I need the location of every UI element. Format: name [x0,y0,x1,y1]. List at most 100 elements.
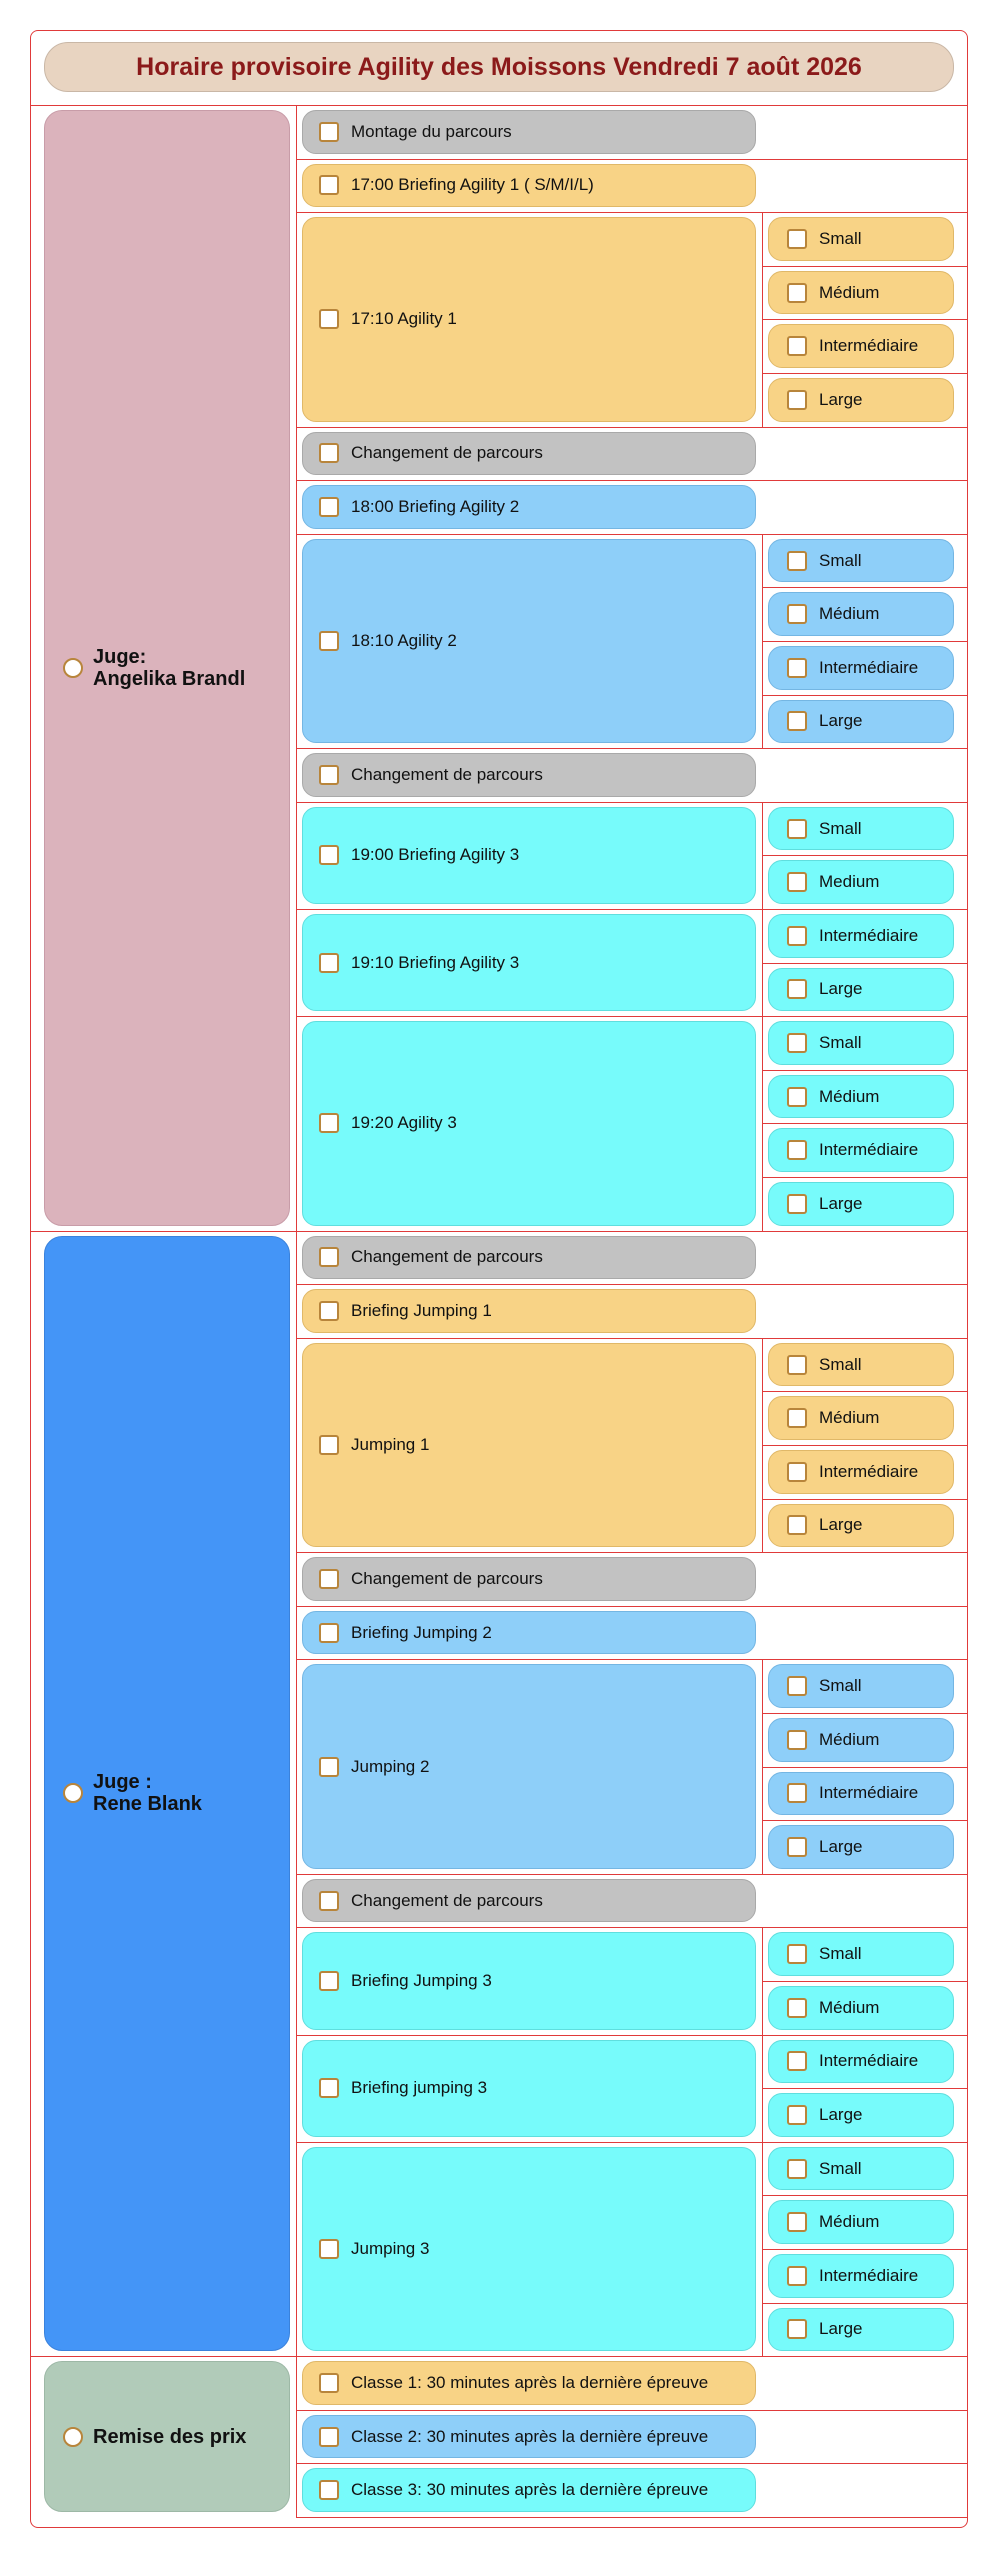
event-checkbox[interactable] [319,2372,339,2393]
size-option[interactable]: Small [768,1932,954,1976]
event-checkbox[interactable] [319,1300,339,1321]
size-checkbox[interactable] [787,2265,807,2286]
event-checkbox[interactable] [319,2426,339,2447]
size-option[interactable]: Intermédiaire [768,1128,954,1172]
size-option[interactable]: Small [768,217,954,261]
event-checkbox[interactable] [319,2238,339,2259]
size-option[interactable]: Large [768,1182,954,1226]
size-option[interactable]: Large [768,967,954,1012]
event-10[interactable]: Changement de parcours [302,1235,756,1280]
size-option[interactable]: Médium [768,1986,954,2030]
event-checkbox[interactable] [319,952,339,973]
event-5[interactable]: 18:10 Agility 2 [302,538,756,744]
event-3[interactable]: Changement de parcours [302,431,756,476]
event-22[interactable]: Classe 3: 30 minutes après la dernière é… [302,2468,756,2512]
event-16[interactable]: Changement de parcours [302,1878,756,1923]
event-15[interactable]: Jumping 2 [302,1664,756,1869]
size-option[interactable]: Médium [768,1074,954,1119]
event-7[interactable]: 19:00 Briefing Agility 3 [302,806,756,904]
event-checkbox[interactable] [319,764,339,785]
size-option[interactable]: Intermédiaire [768,1450,954,1494]
size-checkbox[interactable] [787,550,807,571]
size-checkbox[interactable] [787,1408,807,1429]
size-checkbox[interactable] [787,872,807,893]
size-option[interactable]: Large [768,2093,954,2137]
size-option[interactable]: Large [768,1825,954,1869]
size-checkbox[interactable] [787,336,807,357]
event-checkbox[interactable] [319,1568,339,1589]
size-option[interactable]: Médium [768,1718,954,1762]
size-checkbox[interactable] [787,1461,807,1482]
size-checkbox[interactable] [787,657,807,678]
event-checkbox[interactable] [319,1890,339,1911]
size-checkbox[interactable] [787,711,807,732]
size-option[interactable]: Intermédiaire [768,324,954,368]
size-option[interactable]: Médium [768,592,954,636]
size-option[interactable]: Small [768,1664,954,1708]
event-checkbox[interactable] [319,121,339,142]
event-checkbox[interactable] [319,309,339,330]
size-option[interactable]: Intermédiaire [768,914,954,958]
size-option[interactable]: Médium [768,2200,954,2244]
event-20[interactable]: Classe 1: 30 minutes après la dernière é… [302,2361,756,2405]
size-option[interactable]: Intermédiaire [768,2039,954,2084]
size-option[interactable]: Small [768,1342,954,1387]
size-checkbox[interactable] [787,2212,807,2233]
size-checkbox[interactable] [787,1676,807,1697]
size-option[interactable]: Small [768,1021,954,1065]
event-checkbox[interactable] [319,2078,339,2099]
size-option[interactable]: Intermédiaire [768,2254,954,2298]
event-checkbox[interactable] [319,1756,339,1777]
event-12[interactable]: Jumping 1 [302,1342,756,1548]
size-option[interactable]: Médium [768,270,954,315]
event-checkbox[interactable] [319,2480,339,2501]
size-option[interactable]: Intermédiaire [768,646,954,690]
event-checkbox[interactable] [319,1970,339,1991]
size-option[interactable]: Small [768,538,954,583]
judge-angelika-brandl-radio[interactable] [63,657,83,678]
event-6[interactable]: Changement de parcours [302,753,756,797]
event-11[interactable]: Briefing Jumping 1 [302,1289,756,1333]
event-14[interactable]: Briefing Jumping 2 [302,1610,756,1655]
size-checkbox[interactable] [787,1944,807,1965]
size-option[interactable]: Large [768,378,954,422]
event-17[interactable]: Briefing Jumping 3 [302,1932,756,2030]
size-checkbox[interactable] [787,604,807,625]
size-checkbox[interactable] [787,1193,807,1214]
size-checkbox[interactable] [787,228,807,249]
event-checkbox[interactable] [319,845,339,866]
event-13[interactable]: Changement de parcours [302,1557,756,1601]
size-checkbox[interactable] [787,2319,807,2340]
size-option[interactable]: Large [768,1503,954,1548]
size-checkbox[interactable] [787,1836,807,1857]
size-checkbox[interactable] [787,1032,807,1053]
judge-rene-blank-radio[interactable] [63,1783,83,1804]
event-checkbox[interactable] [319,496,339,517]
size-checkbox[interactable] [787,389,807,410]
event-18[interactable]: Briefing jumping 3 [302,2039,756,2137]
size-option[interactable]: Médium [768,1396,954,1440]
event-checkbox[interactable] [319,1622,339,1643]
size-option[interactable]: Large [768,2307,954,2352]
size-checkbox[interactable] [787,1086,807,1107]
event-checkbox[interactable] [319,1113,339,1134]
size-checkbox[interactable] [787,2158,807,2179]
event-0[interactable]: Montage du parcours [302,110,756,154]
event-1[interactable]: 17:00 Briefing Agility 1 ( S/M/I/L) [302,163,756,208]
size-option[interactable]: Intermédiaire [768,1771,954,1816]
size-checkbox[interactable] [787,1354,807,1375]
event-checkbox[interactable] [319,1434,339,1455]
event-8[interactable]: 19:10 Briefing Agility 3 [302,914,756,1012]
size-checkbox[interactable] [787,282,807,303]
size-option[interactable]: Small [768,2146,954,2191]
event-checkbox[interactable] [319,630,339,651]
size-checkbox[interactable] [787,925,807,946]
size-checkbox[interactable] [787,1140,807,1161]
event-checkbox[interactable] [319,1247,339,1268]
size-checkbox[interactable] [787,818,807,839]
size-checkbox[interactable] [787,979,807,1000]
event-checkbox[interactable] [319,443,339,464]
event-checkbox[interactable] [319,175,339,196]
prize-ceremony-radio[interactable] [63,2426,83,2447]
event-21[interactable]: Classe 2: 30 minutes après la dernière é… [302,2414,756,2459]
